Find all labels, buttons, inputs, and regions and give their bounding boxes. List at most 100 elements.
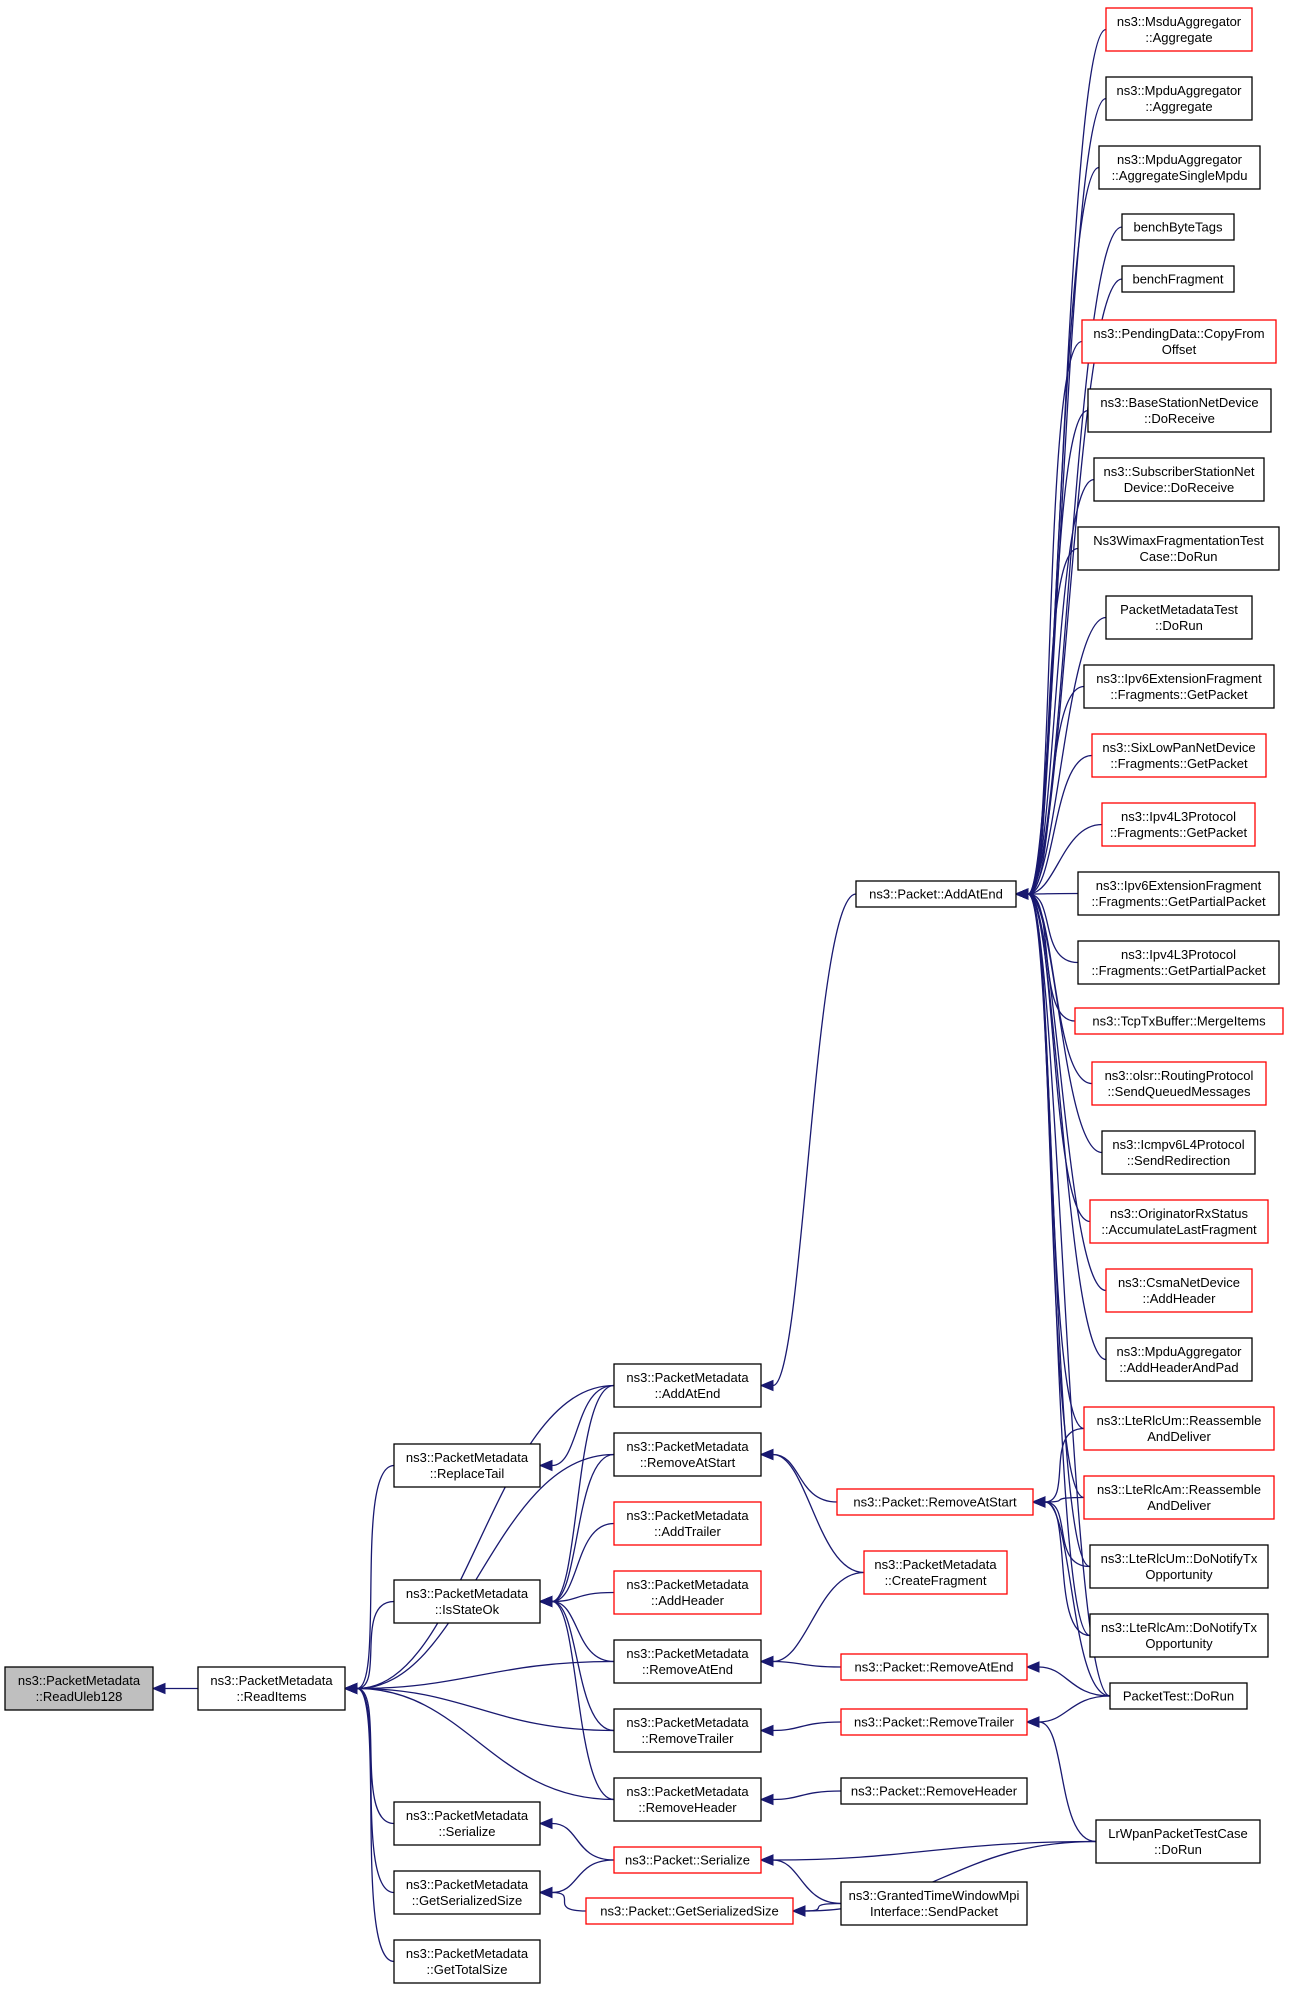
- call-edge: [538, 1817, 615, 1861]
- node-box: [840, 1881, 1028, 1926]
- graph-node-ipv6ExtFragPartial[interactable]: ns3::Ipv6ExtensionFragment::Fragments::G…: [1077, 871, 1280, 916]
- node-label: Ns3WimaxFragmentationTest: [1093, 533, 1264, 548]
- node-box: [613, 1432, 762, 1477]
- node-box: [613, 1570, 762, 1615]
- call-edge: [759, 1854, 842, 1905]
- node-label: ns3::PacketMetadata: [626, 1439, 749, 1454]
- graph-node-ipv6ExtFragGet[interactable]: ns3::Ipv6ExtensionFragment::Fragments::G…: [1083, 664, 1275, 709]
- graph-node-pktGetSerSize[interactable]: ns3::Packet::GetSerializedSize: [585, 1897, 794, 1925]
- graph-node-csmaNetDevice[interactable]: ns3::CsmaNetDevice::AddHeader: [1105, 1268, 1253, 1313]
- arrowhead-icon: [759, 1379, 774, 1392]
- node-label: ns3::LteRlcAm::DoNotifyTx: [1101, 1620, 1258, 1635]
- call-edge-line: [356, 1600, 395, 1690]
- arrowhead-icon: [759, 1793, 774, 1806]
- graph-node-msduAgg[interactable]: ns3::MsduAggregator::Aggregate: [1105, 7, 1253, 52]
- graph-node-getTotalSize[interactable]: ns3::PacketMetadata::GetTotalSize: [393, 1939, 541, 1984]
- node-box: [393, 1579, 541, 1624]
- node-label: ns3::GrantedTimeWindowMpi: [849, 1888, 1020, 1903]
- graph-node-mpduAgg[interactable]: ns3::MpduAggregator::Aggregate: [1105, 76, 1253, 121]
- graph-node-pktRemoveAtEnd[interactable]: ns3::Packet::RemoveAtEnd: [840, 1653, 1028, 1681]
- graph-node-replaceTail[interactable]: ns3::PacketMetadata::ReplaceTail: [393, 1443, 541, 1488]
- graph-node-icmpv6[interactable]: ns3::Icmpv6L4Protocol::SendRedirection: [1101, 1130, 1256, 1175]
- graph-node-pktRemoveTrailer[interactable]: ns3::Packet::RemoveTrailer: [840, 1708, 1028, 1736]
- node-label: ::Fragments::GetPacket: [1110, 756, 1248, 771]
- node-label: ::SendQueuedMessages: [1107, 1084, 1251, 1099]
- call-edge: [343, 1464, 395, 1695]
- node-box: [613, 1363, 762, 1408]
- node-box: [1105, 595, 1253, 640]
- graph-node-originatorRx[interactable]: ns3::OriginatorRxStatus::AccumulateLastF…: [1089, 1199, 1269, 1244]
- graph-node-benchFragment[interactable]: benchFragment: [1121, 265, 1235, 293]
- call-edge: [1031, 1496, 1111, 1697]
- graph-node-mpduAggSingle[interactable]: ns3::MpduAggregator::AggregateSingleMpdu: [1098, 145, 1261, 190]
- node-box: [855, 880, 1017, 908]
- graph-node-benchByteTags[interactable]: benchByteTags: [1121, 213, 1235, 241]
- call-edge-line: [772, 1721, 842, 1732]
- graph-node-packetTest[interactable]: PacketTest::DoRun: [1109, 1682, 1248, 1710]
- node-label: ::DoReceive: [1144, 411, 1215, 426]
- graph-node-bsNetDevice[interactable]: ns3::BaseStationNetDevice::DoReceive: [1087, 388, 1272, 433]
- node-box: [1105, 1337, 1253, 1382]
- call-edge: [538, 1384, 615, 1608]
- node-label: ns3::PacketMetadata: [406, 1877, 529, 1892]
- graph-node-getSerSizeMd[interactable]: ns3::PacketMetadata::GetSerializedSize: [393, 1870, 541, 1915]
- call-edge-line: [356, 1687, 395, 1894]
- node-box: [1105, 76, 1253, 121]
- graph-node-root[interactable]: ns3::PacketMetadata::ReadUleb128: [4, 1666, 154, 1711]
- node-box: [613, 1846, 762, 1874]
- call-edge-line: [772, 1790, 842, 1801]
- node-label: PacketTest::DoRun: [1123, 1689, 1234, 1704]
- call-edge-line: [1027, 340, 1083, 895]
- graph-node-createFragment[interactable]: ns3::PacketMetadata::CreateFragment: [863, 1550, 1008, 1595]
- graph-node-addTrailer[interactable]: ns3::PacketMetadata::AddTrailer: [613, 1501, 762, 1546]
- graph-node-tcpTxBuffer[interactable]: ns3::TcpTxBuffer::MergeItems: [1074, 1007, 1284, 1035]
- graph-node-removeAtStartMd[interactable]: ns3::PacketMetadata::RemoveAtStart: [613, 1432, 762, 1477]
- node-box: [1089, 1199, 1269, 1244]
- graph-node-pmTest[interactable]: PacketMetadataTest::DoRun: [1105, 595, 1253, 640]
- node-box: [1121, 213, 1235, 241]
- call-edge: [343, 1682, 615, 1801]
- graph-node-pktRemoveAtStart[interactable]: ns3::Packet::RemoveAtStart: [836, 1488, 1034, 1516]
- graph-node-addHeader[interactable]: ns3::PacketMetadata::AddHeader: [613, 1570, 762, 1615]
- call-edge-line: [551, 1384, 615, 1603]
- call-edge-line: [1038, 1695, 1111, 1723]
- graph-node-pktSerialize[interactable]: ns3::Packet::Serialize: [613, 1846, 762, 1874]
- call-edge: [759, 1448, 865, 1574]
- graph-node-pktAddAtEnd[interactable]: ns3::Packet::AddAtEnd: [855, 880, 1017, 908]
- graph-node-grantedSend[interactable]: ns3::GrantedTimeWindowMpiInterface::Send…: [840, 1881, 1028, 1926]
- graph-node-isStateOk[interactable]: ns3::PacketMetadata::IsStateOk: [393, 1579, 541, 1624]
- node-label: ns3::Packet::RemoveTrailer: [854, 1715, 1015, 1730]
- node-label: ns3::Packet::Serialize: [625, 1853, 750, 1868]
- call-edge-line: [551, 1891, 587, 1912]
- node-box: [393, 1443, 541, 1488]
- graph-node-removeTrailerMd[interactable]: ns3::PacketMetadata::RemoveTrailer: [613, 1708, 762, 1753]
- graph-node-lrWpanTest[interactable]: LrWpanPacketTestCase::DoRun: [1095, 1819, 1261, 1864]
- graph-node-mpduAggHeader[interactable]: ns3::MpduAggregator::AddHeaderAndPad: [1105, 1337, 1253, 1382]
- arrowhead-icon: [1025, 1716, 1040, 1728]
- graph-node-removeAtEndMd[interactable]: ns3::PacketMetadata::RemoveAtEnd: [613, 1639, 762, 1684]
- node-label: Opportunity: [1145, 1567, 1213, 1582]
- graph-node-addAtEndMd[interactable]: ns3::PacketMetadata::AddAtEnd: [613, 1363, 762, 1408]
- graph-node-ssNetDevice[interactable]: ns3::SubscriberStationNetDevice::DoRecei…: [1093, 457, 1265, 502]
- graph-node-removeHeaderMd[interactable]: ns3::PacketMetadata::RemoveHeader: [613, 1777, 762, 1822]
- graph-node-serializeMd[interactable]: ns3::PacketMetadata::Serialize: [393, 1801, 541, 1846]
- graph-node-ipv4L3Partial[interactable]: ns3::Ipv4L3Protocol::Fragments::GetParti…: [1077, 940, 1280, 985]
- graph-node-readItems[interactable]: ns3::PacketMetadata::ReadItems: [197, 1666, 346, 1711]
- graph-node-pktRemoveHeader[interactable]: ns3::Packet::RemoveHeader: [840, 1777, 1028, 1805]
- graph-node-sixLowPan[interactable]: ns3::SixLowPanNetDevice::Fragments::GetP…: [1091, 733, 1267, 778]
- call-graph-edges: [151, 28, 1123, 1963]
- node-label: ns3::PacketMetadata: [18, 1673, 141, 1688]
- node-label: ns3::MpduAggregator: [1116, 83, 1242, 98]
- arrowhead-icon: [1025, 1661, 1040, 1673]
- graph-node-olsr[interactable]: ns3::olsr::RoutingProtocol::SendQueuedMe…: [1091, 1061, 1267, 1106]
- graph-node-ipv4L3Get[interactable]: ns3::Ipv4L3Protocol::Fragments::GetPacke…: [1101, 802, 1256, 847]
- node-label: ns3::MsduAggregator: [1117, 14, 1242, 29]
- arrowhead-icon: [1014, 888, 1029, 900]
